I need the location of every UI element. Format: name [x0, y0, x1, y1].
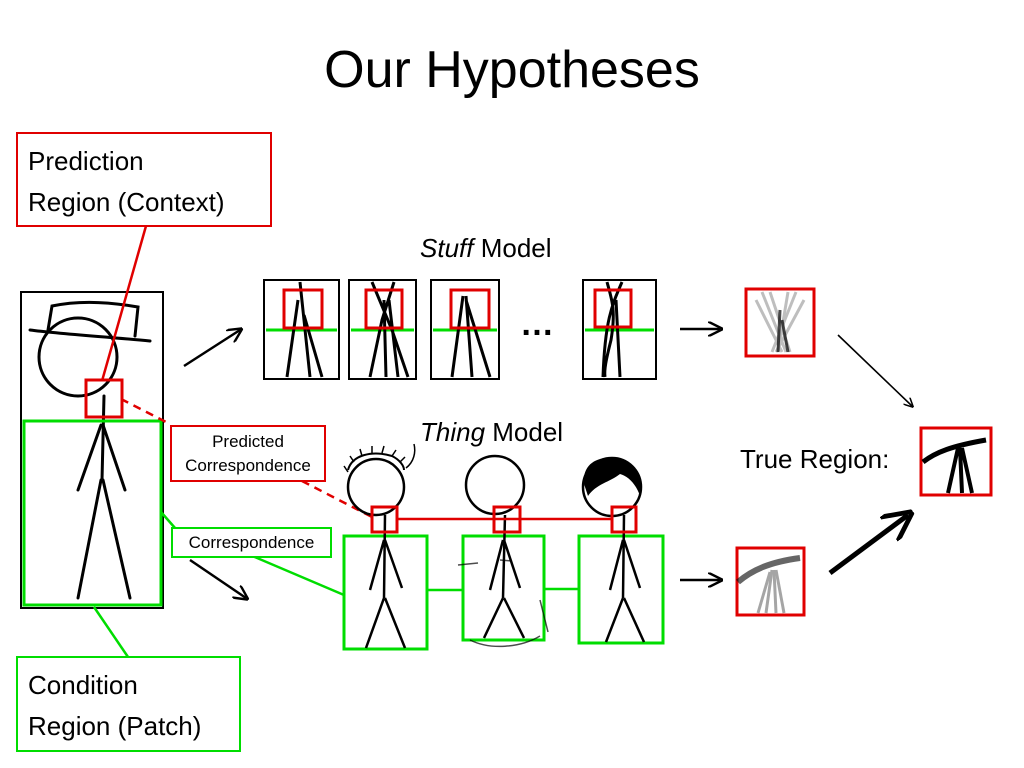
stuff-patch-1	[263, 279, 340, 380]
thing-model-title: Thing Model	[420, 416, 563, 448]
slide-title: Our Hypotheses	[324, 41, 700, 99]
source-figure	[20, 291, 164, 609]
condition-callout-line	[92, 606, 130, 658]
head-icon	[37, 316, 119, 398]
prediction-callout-line	[100, 225, 148, 382]
condition-region-label-line1: Condition	[28, 670, 138, 700]
prediction-region-label-line1: Prediction	[28, 146, 144, 176]
thing-emphasis: Thing	[420, 417, 486, 447]
stuff-patch-4	[582, 279, 657, 380]
stuff-output-patch	[744, 287, 816, 358]
thing-figure-2	[457, 454, 549, 648]
correspondence-callout: Correspondence	[171, 527, 332, 558]
stick-body	[76, 394, 132, 600]
stuff-patch-2	[348, 279, 417, 380]
predicted-correspondence-line1: Predicted	[212, 432, 284, 451]
thing-output-patch	[735, 546, 806, 617]
correspondence-label: Correspondence	[188, 533, 315, 552]
stuff-patch-3	[430, 279, 500, 380]
arrow-stuff-to-true	[837, 334, 912, 406]
true-region-label: True Region:	[740, 444, 890, 474]
condition-region-callout: Condition Region (Patch)	[16, 656, 241, 752]
correspondence-connector-left	[160, 511, 176, 529]
thing-model-word: Model	[485, 417, 564, 447]
arrow-to-stuff	[183, 330, 240, 368]
thing-figure-1	[342, 443, 429, 651]
stuff-model-word: Model	[473, 233, 552, 263]
prediction-region-label-line2: Region (Context)	[28, 187, 225, 217]
predicted-correspondence-line2: Correspondence	[185, 456, 311, 475]
stuff-ellipsis: …	[520, 305, 554, 343]
stuff-emphasis: Stuff	[420, 233, 474, 263]
predicted-correspondence-connector	[120, 397, 171, 426]
stuff-model-title: Stuff Model	[420, 232, 552, 264]
thing-figure-3	[577, 456, 665, 645]
condition-region-label-line2: Region (Patch)	[28, 711, 202, 741]
arrow-thing-to-true	[828, 515, 908, 576]
predicted-correspondence-callout: Predicted Correspondence	[170, 425, 326, 482]
arrow-to-thing	[189, 558, 246, 598]
correspondence-connector-right	[249, 553, 345, 597]
prediction-region-callout: Prediction Region (Context)	[16, 132, 272, 227]
true-region-patch	[919, 426, 993, 497]
hat-icon	[28, 300, 152, 343]
